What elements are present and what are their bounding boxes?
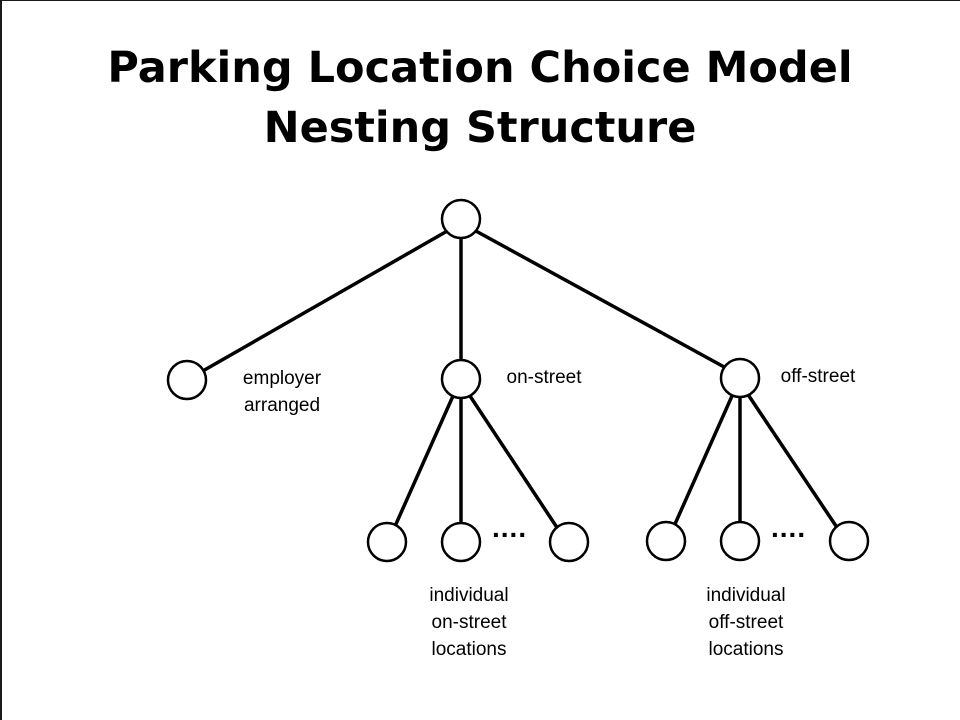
individual-off-street-label-line-2: off-street [708, 612, 784, 633]
edge-root-off-street [472, 228, 728, 370]
on-street-label: on-street [506, 367, 582, 388]
individual-off-street-label-line-3: locations [708, 639, 784, 660]
on-street-node [440, 358, 482, 400]
title-line-1: Parking Location Choice Model [107, 43, 853, 93]
individual-off-street-label: individual off-street locations [681, 582, 811, 663]
individual-on-street-label-line-2: on-street [431, 612, 507, 633]
off-street-node [719, 357, 761, 399]
employer-arranged-label: employer arranged [222, 365, 342, 419]
individual-on-street-label-line-1: individual [429, 585, 509, 606]
edge-off-street-leaf-3 [747, 394, 838, 528]
off-street-ellipsis: .... [771, 512, 807, 543]
slide-border-top [0, 0, 960, 1]
individual-off-street-label-line-1: individual [706, 585, 786, 606]
edge-off-street-leaf-1 [673, 394, 734, 526]
edge-root-employer [199, 228, 451, 374]
off-street-leaf-node-2 [719, 520, 761, 562]
on-street-leaf-node-3 [548, 521, 590, 563]
on-street-leaf-node-1 [366, 521, 408, 563]
title-line-2: Nesting Structure [263, 103, 697, 153]
on-street-leaf-node-2 [440, 521, 482, 563]
off-street-leaf-node-3 [828, 520, 870, 562]
root-node [440, 198, 482, 240]
employer-arranged-label-line-2: arranged [243, 395, 321, 416]
page-title: Parking Location Choice Model Nesting St… [0, 38, 960, 158]
off-street-label: off-street [780, 366, 856, 387]
employer-arranged-label-line-1: employer [242, 368, 322, 389]
individual-on-street-label: individual on-street locations [404, 582, 534, 663]
edge-on-street-leaf-3 [468, 394, 558, 528]
slide-border-left [0, 0, 2, 720]
off-street-leaf-node-1 [645, 520, 687, 562]
employer-arranged-node [166, 359, 208, 401]
on-street-ellipsis: .... [492, 512, 528, 543]
edge-on-street-leaf-1 [394, 394, 455, 526]
individual-on-street-label-line-3: locations [431, 639, 507, 660]
